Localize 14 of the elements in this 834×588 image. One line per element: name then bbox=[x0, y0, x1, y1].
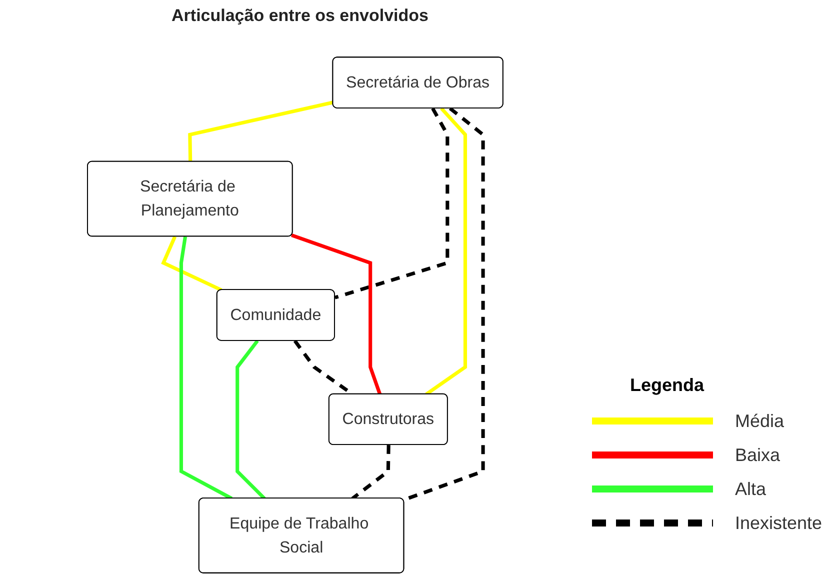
connector bbox=[334, 107, 449, 300]
connector bbox=[179, 236, 232, 500]
legend-label: Inexistente bbox=[735, 512, 822, 534]
connector bbox=[351, 445, 390, 500]
legend-label: Média bbox=[735, 410, 784, 432]
legend-label: Baixa bbox=[735, 444, 780, 466]
connector bbox=[188, 100, 334, 162]
connector bbox=[160, 236, 222, 292]
legend-title: Legenda bbox=[630, 375, 704, 396]
connector bbox=[424, 107, 467, 396]
connector bbox=[290, 234, 382, 395]
connector bbox=[235, 340, 266, 500]
diagram-title: Articulação entre os envolvidos bbox=[170, 6, 430, 26]
legend-label: Alta bbox=[735, 478, 766, 500]
